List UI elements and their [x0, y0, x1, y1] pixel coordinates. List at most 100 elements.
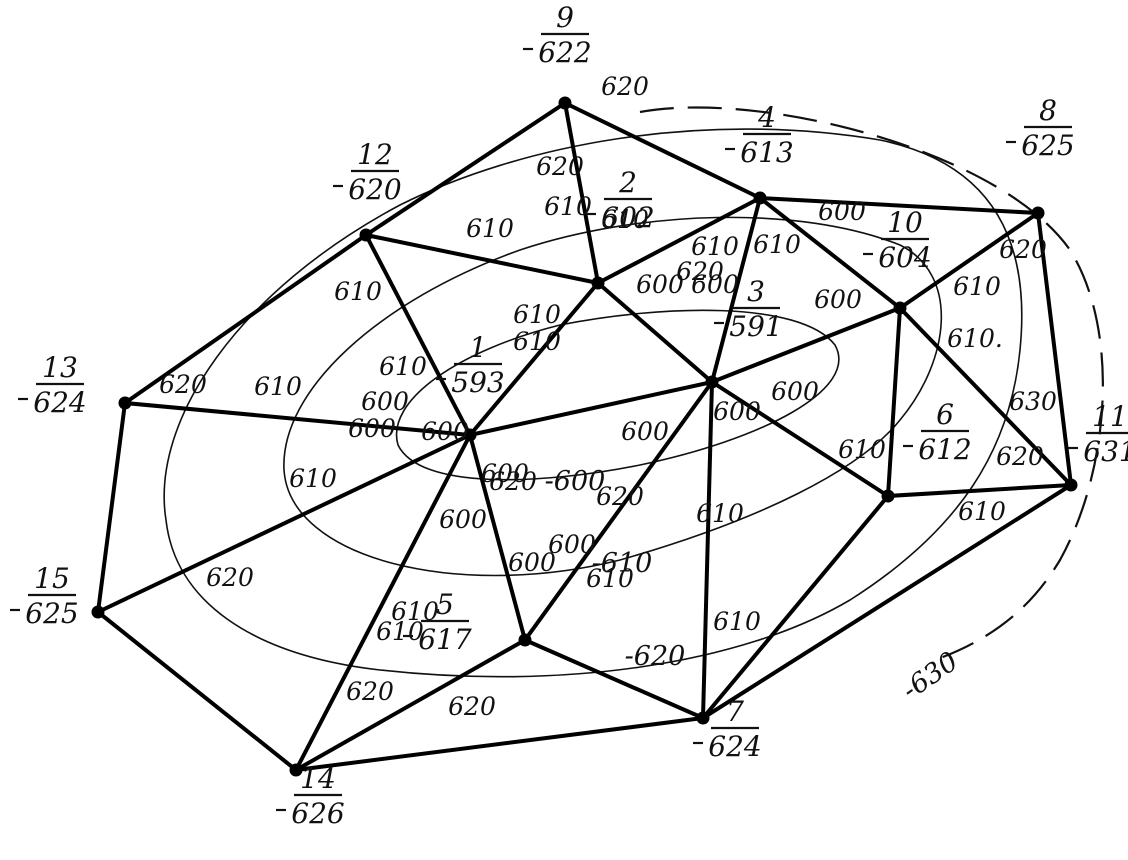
- node-number: 5: [436, 588, 454, 621]
- edge-n9-n12: [364, 101, 567, 237]
- node-number: 10: [887, 206, 923, 239]
- network-edges: [96, 101, 1073, 772]
- edge-value-label: 600: [421, 417, 469, 446]
- node-7: [696, 711, 710, 725]
- edge-n6-n11: [886, 483, 1073, 498]
- node-elevation: 612: [918, 433, 971, 466]
- edge-n4-n3: [710, 196, 762, 384]
- edge-value-label: 600: [361, 387, 409, 416]
- edge-n7-n11: [701, 483, 1073, 720]
- contour-600: [395, 309, 840, 481]
- edge-value-label: 610: [753, 230, 801, 259]
- node-15: [91, 605, 105, 619]
- node-elevation: 626: [291, 797, 344, 830]
- edge-n1-n3: [468, 380, 714, 437]
- edge-n6-n7: [701, 494, 890, 720]
- edge-n3-n5: [523, 380, 714, 642]
- edge-n15-n1: [96, 433, 472, 614]
- network-nodes: [91, 96, 1078, 777]
- edge-n9-n4: [563, 101, 762, 200]
- edge-n2-n1: [468, 281, 600, 437]
- node-elevation: 620: [348, 173, 401, 206]
- edge-value-label: 600: [439, 505, 487, 534]
- edge-value-label: 620: [206, 563, 254, 592]
- node-number: 7: [726, 695, 744, 728]
- node-elevation: 622: [538, 36, 591, 69]
- contour-lines: [163, 106, 1104, 678]
- edge-value-label: 620: [601, 72, 649, 101]
- edge-value-label: 620: [346, 677, 394, 706]
- edge-value-label: 600: [691, 270, 739, 299]
- edge-value-label: 620: [489, 467, 537, 496]
- node-elevation: 593: [451, 366, 504, 399]
- edge-value-label: 610.: [947, 324, 1003, 353]
- node-elevation: 613: [740, 136, 793, 169]
- node-6: [881, 489, 895, 503]
- edge-n2-n4: [596, 196, 762, 285]
- contour-value-label: -600: [545, 466, 606, 497]
- edge-n1-n5: [468, 433, 527, 642]
- edge-n12-n2: [364, 233, 600, 285]
- edge-value-label: 610: [713, 607, 761, 636]
- edge-value-label: 610: [544, 192, 592, 221]
- node-number: 6: [936, 398, 954, 431]
- node-number: 13: [42, 351, 78, 384]
- edge-value-label: 610: [513, 327, 561, 356]
- node-number: 11: [1092, 400, 1128, 433]
- edge-n4-n8: [758, 196, 1040, 215]
- node-4: [753, 191, 767, 205]
- edge-value-label: 610: [838, 435, 886, 464]
- edge-value-label: 610: [466, 214, 514, 243]
- node-number: 1: [469, 331, 487, 364]
- node-number: 14: [300, 762, 336, 795]
- node-elevation: 591: [729, 310, 782, 343]
- node-13: [118, 396, 132, 410]
- node-8: [1031, 206, 1045, 220]
- edge-n13-n1: [123, 401, 472, 437]
- node-12: [359, 228, 373, 242]
- node-labels: 1593260235914613561766127624862596221060…: [10, 1, 1128, 830]
- edge-value-label: 610: [379, 352, 427, 381]
- edge-value-label: 620: [999, 235, 1047, 264]
- node-9: [558, 96, 572, 110]
- edge-value-label: 600: [818, 197, 866, 226]
- edge-value-label: 610: [586, 564, 634, 593]
- node-number: 4: [757, 101, 776, 134]
- node-1: [463, 428, 477, 442]
- edge-value-label: 600: [481, 459, 529, 488]
- edge-value-label: 620: [448, 692, 496, 721]
- edge-n8-n11: [1036, 211, 1073, 487]
- edge-n10-n3: [710, 306, 902, 384]
- edge-n12-n1: [364, 233, 472, 437]
- node-14: [289, 763, 303, 777]
- node-2: [591, 276, 605, 290]
- edge-n8-n10: [898, 211, 1040, 310]
- edge-n10-n6: [886, 306, 902, 498]
- edge-value-label: 620: [996, 442, 1044, 471]
- edge-value-label: 600: [636, 270, 684, 299]
- edge-value-label: 610: [953, 272, 1001, 301]
- edge-value-label: 600: [771, 377, 819, 406]
- edge-value-label: 610: [289, 464, 337, 493]
- contour-630: [639, 106, 1104, 662]
- edge-value-label: 610: [513, 300, 561, 329]
- edge-n9-n2: [563, 101, 600, 285]
- node-11: [1064, 478, 1078, 492]
- edge-n3-n6: [710, 380, 890, 498]
- edge-value-label: 610: [601, 205, 649, 234]
- node-number: 3: [747, 275, 765, 308]
- node-number: 2: [618, 166, 637, 199]
